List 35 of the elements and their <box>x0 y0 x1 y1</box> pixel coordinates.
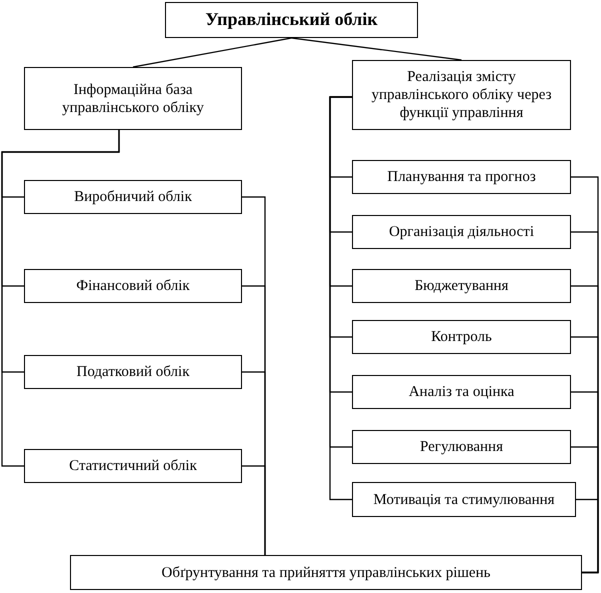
text-box <box>352 160 571 194</box>
box-label: Фінансовий облік <box>76 277 190 295</box>
text-box <box>352 430 571 464</box>
text-box <box>352 60 571 130</box>
box-label: Інформаційна база управлінського обліку <box>61 80 205 116</box>
connector-line <box>132 37 292 68</box>
box-label: Організація діяльності <box>388 223 534 241</box>
box-label: Статистичний облік <box>69 457 197 475</box>
text-box <box>24 67 242 130</box>
text-box <box>352 482 576 517</box>
text-box <box>24 269 242 303</box>
box-label: Регулювання <box>420 438 503 456</box>
connector-line <box>1 130 120 467</box>
box-label: Аналіз та оцінка <box>408 383 514 401</box>
connector-line <box>576 498 599 574</box>
text-box <box>352 375 571 409</box>
box-label: Реалізація змісту управлінського обліку через функції управління <box>370 68 552 122</box>
box-label: Контроль <box>431 328 492 346</box>
box-label: Виробничий облік <box>74 188 192 206</box>
box-label: Обґрунтування та прийняття управлінських рішень <box>162 564 490 582</box>
text-box <box>24 180 242 214</box>
text-box <box>352 320 571 354</box>
text-box <box>70 555 582 590</box>
box-label: Податковий облік <box>76 363 190 381</box>
text-box <box>352 215 571 249</box>
box-label: Бюджетування <box>414 277 508 295</box>
connector-line <box>291 37 462 61</box>
connector-line <box>242 465 266 555</box>
box-label: Планування та прогноз <box>387 168 536 186</box>
box-label: Мотивація та стимулювання <box>373 490 555 508</box>
box-label: Управлінський облік <box>205 9 378 31</box>
text-box <box>165 2 418 38</box>
text-box <box>24 449 242 483</box>
text-box <box>24 355 242 389</box>
text-box <box>352 269 571 303</box>
